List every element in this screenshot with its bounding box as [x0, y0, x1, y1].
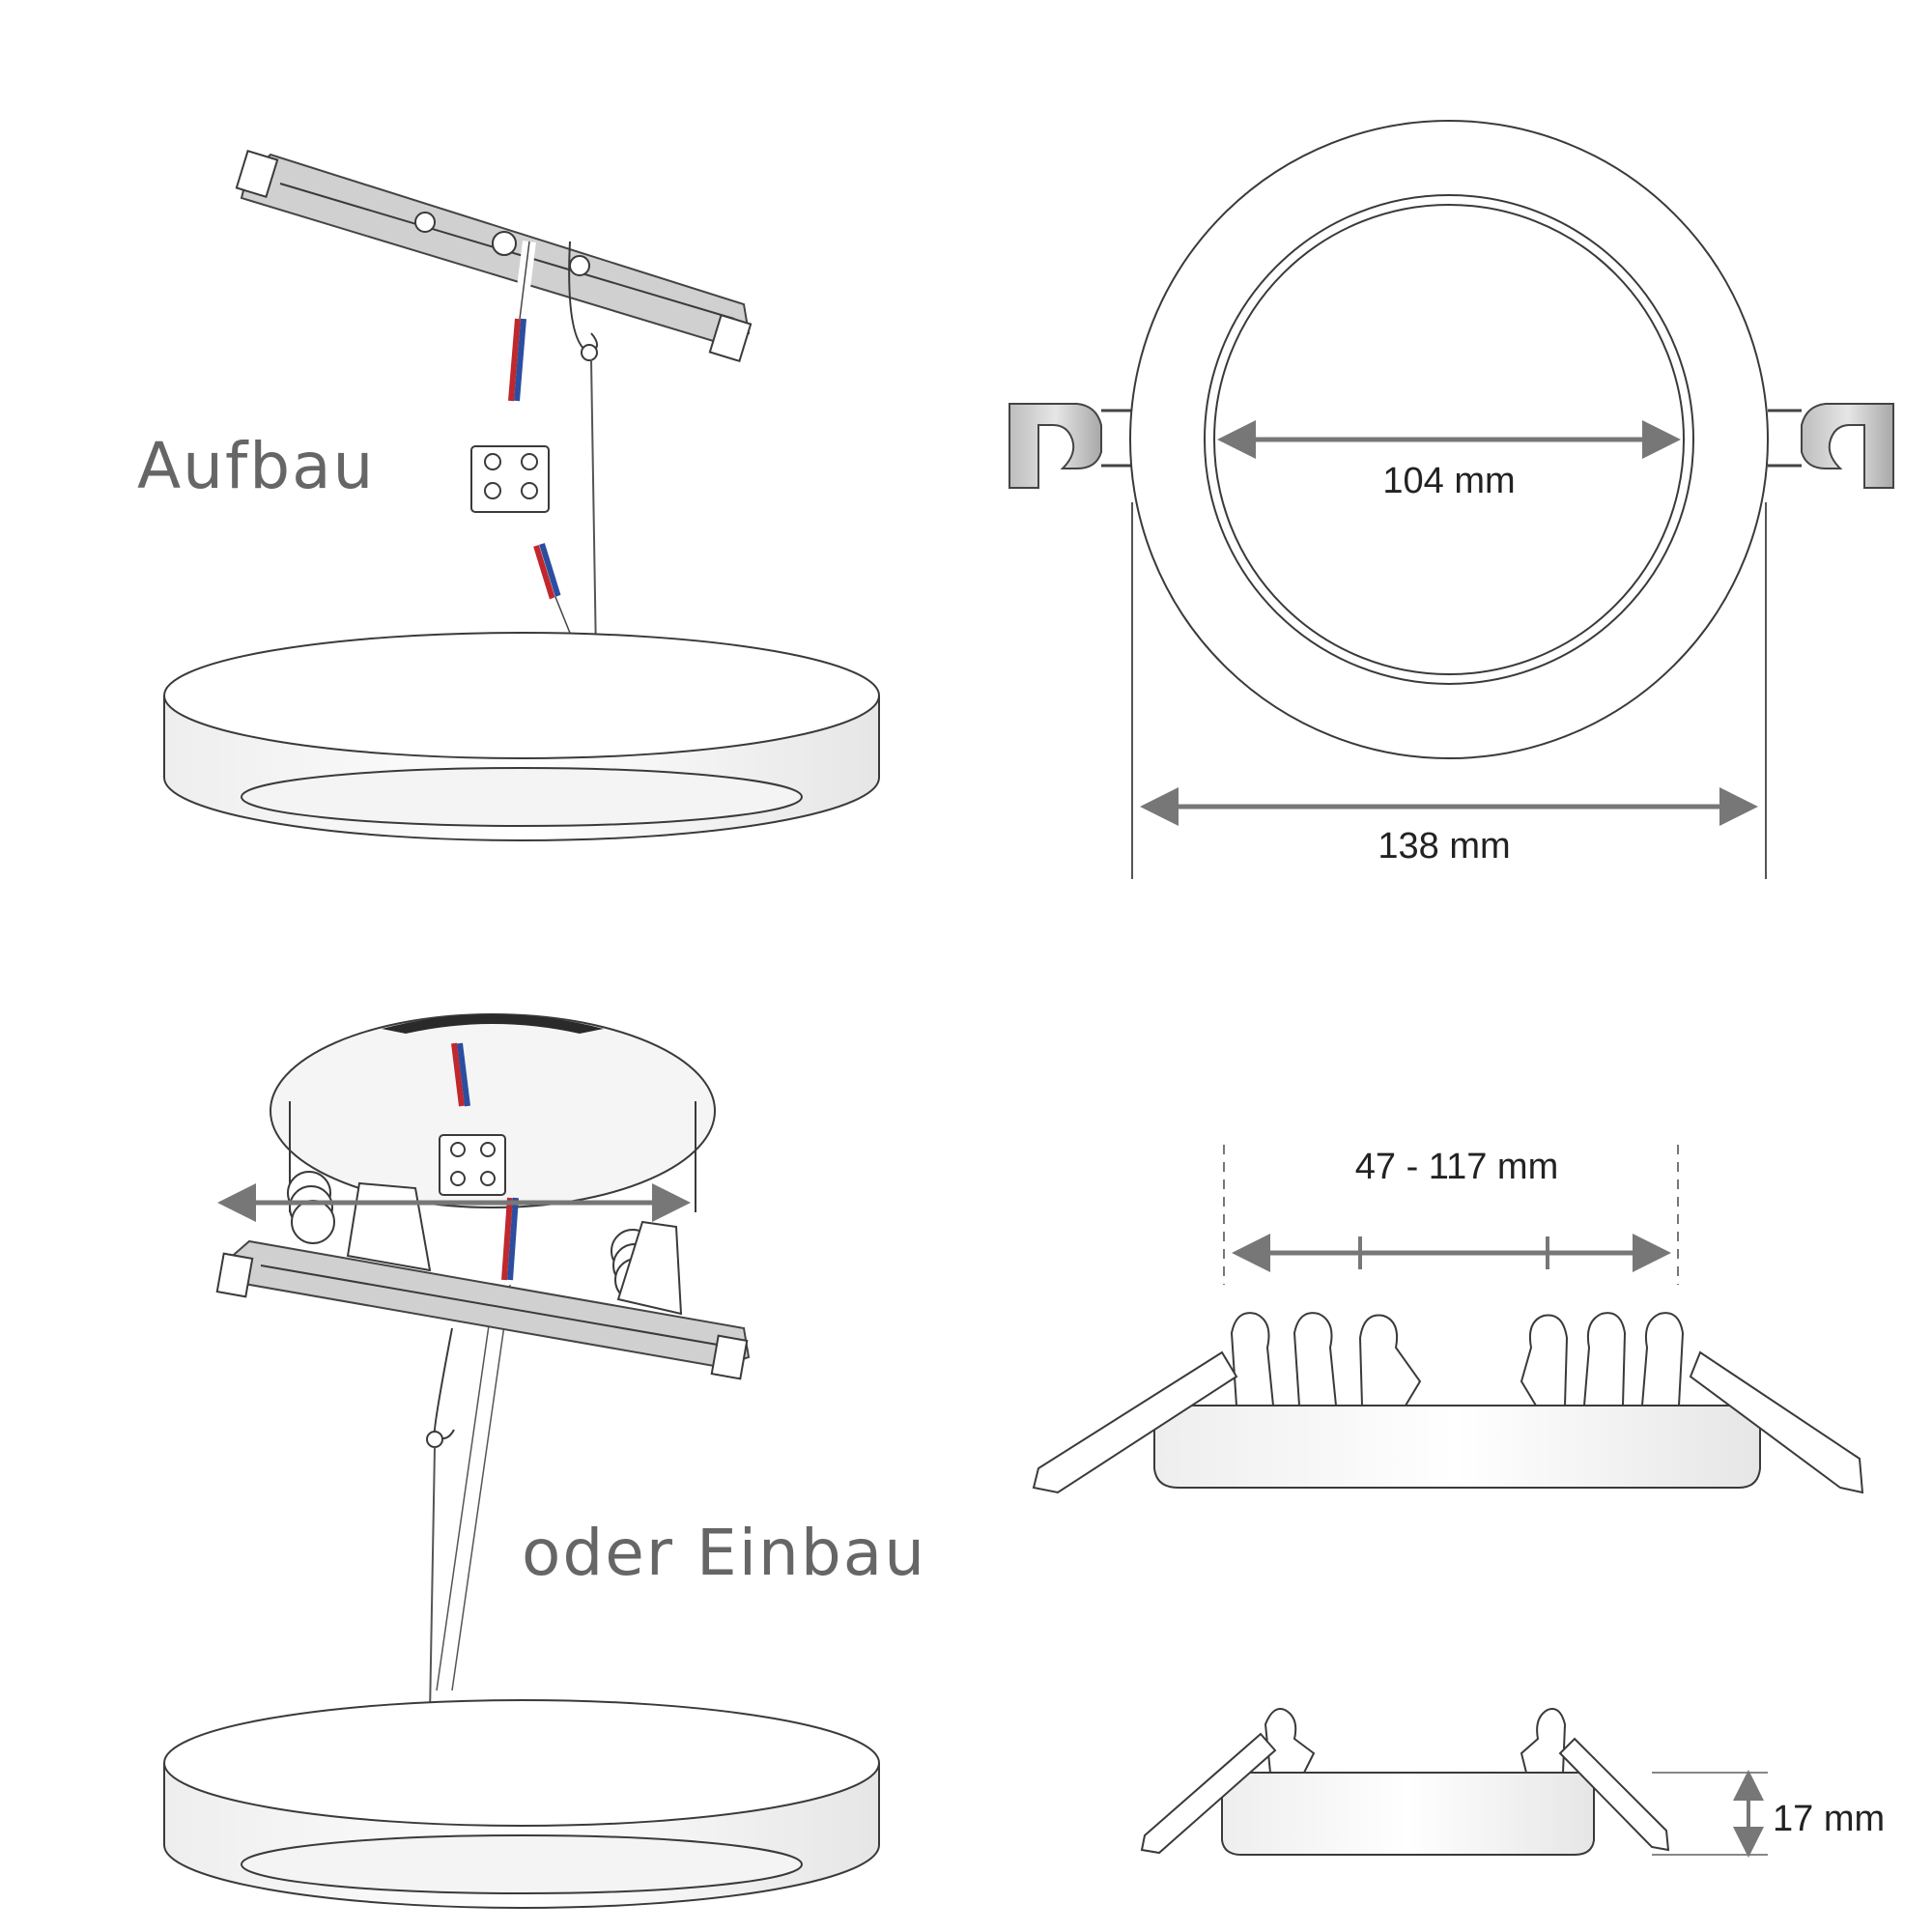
- top-view: 104 mm 138 mm: [1009, 120, 1894, 879]
- height-label: 17 mm: [1773, 1799, 1885, 1839]
- diffuser-edge: [1213, 204, 1685, 675]
- outer-diameter-label: 138 mm: [1378, 826, 1510, 867]
- side-view-range: 47 - 117 mm: [1032, 1145, 1864, 1494]
- height-clip-right: [1520, 1708, 1567, 1774]
- side-view-body: [1153, 1405, 1761, 1489]
- recessed-mount-illustration: [163, 1013, 880, 1909]
- surface-mount-illustration: [163, 149, 880, 841]
- side-view-height: 17 mm: [1140, 1708, 1885, 1858]
- height-clip-left: [1264, 1708, 1316, 1774]
- clip-left: [1009, 403, 1135, 489]
- height-view-body: [1221, 1772, 1595, 1856]
- recess-suspension-wire: [426, 1327, 455, 1716]
- inner-diameter-label: 104 mm: [1382, 461, 1515, 501]
- spring-left: [287, 1171, 335, 1244]
- cutout-range-label: 47 - 117 mm: [1355, 1147, 1558, 1187]
- clip-right: [1768, 403, 1894, 489]
- lamp-body-recessed: [163, 1699, 880, 1909]
- label-recessed-mount: oder Einbau: [522, 1516, 926, 1590]
- suspension-wire: [568, 241, 598, 658]
- power-cable-upper: [508, 241, 536, 402]
- lamp-body-surface: [163, 632, 880, 841]
- mounting-bracket: [235, 149, 753, 363]
- recess-cable: [436, 1042, 519, 1692]
- label-surface-mount: Aufbau: [137, 429, 375, 503]
- terminal-block: [470, 445, 550, 513]
- recess-terminal-block: [439, 1134, 506, 1196]
- side-clips: [1032, 1312, 1864, 1494]
